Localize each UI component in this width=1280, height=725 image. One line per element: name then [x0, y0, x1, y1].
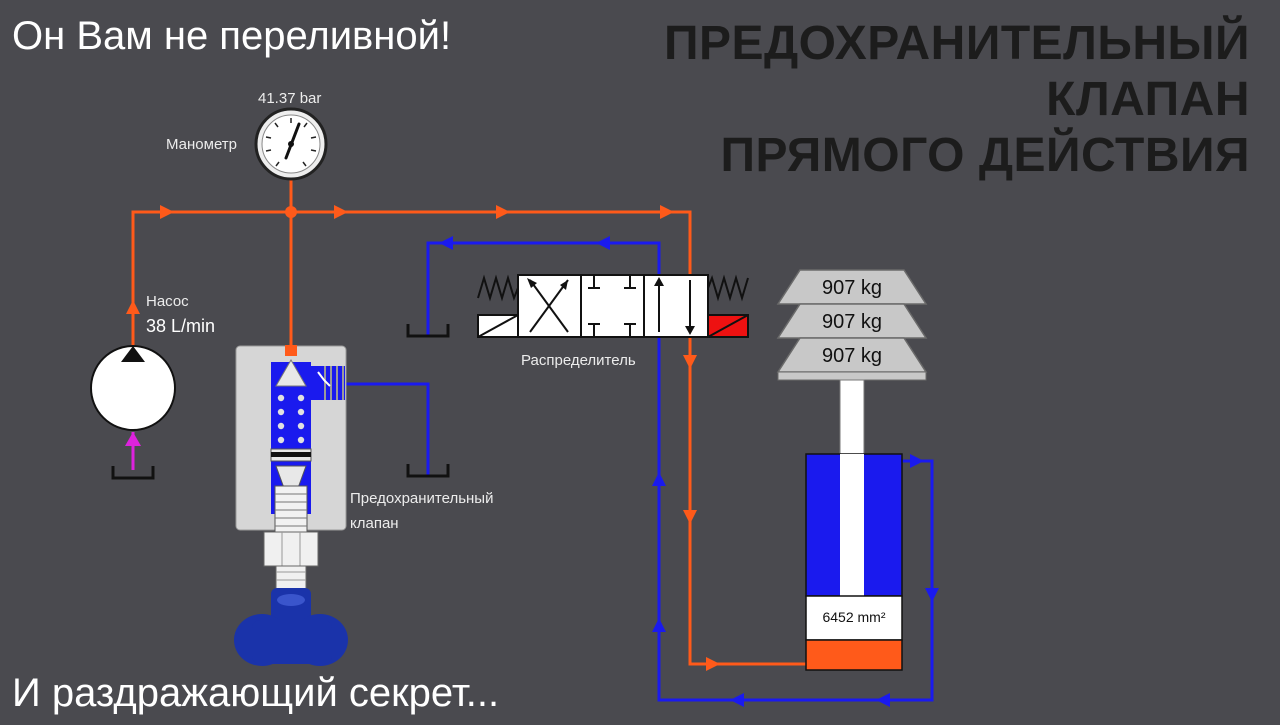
title-line-2: КЛАПАН — [1046, 73, 1250, 126]
pressure-lines — [131, 178, 806, 666]
bottom-caption: И раздражающий секрет... — [12, 671, 500, 715]
directional-valve — [477, 274, 749, 338]
weight-label-3: 907 kg — [821, 345, 883, 367]
pump-label: Насос — [146, 293, 189, 310]
gauge-reading: 41.37 bar — [258, 90, 322, 107]
pressure-gauge — [254, 107, 328, 181]
tank-pump — [111, 466, 155, 480]
pump-flow: 38 L/min — [146, 316, 216, 336]
tank-relief — [406, 464, 450, 478]
weight-label-1: 907 kg — [821, 277, 883, 299]
weight-plate-2 — [776, 303, 928, 339]
diagram-title: ПРЕДОХРАНИТЕЛЬНЫЙ КЛАПАН ПРЯМОГО ДЕЙСТВИ… — [664, 16, 1250, 184]
load-weights — [776, 269, 928, 381]
cylinder-area-label: 6452 mm² — [822, 609, 886, 625]
weight-plate-1 — [776, 269, 928, 305]
tank-symbols — [111, 324, 450, 480]
pump-symbol — [90, 345, 176, 470]
directional-valve-label: Распределитель — [521, 352, 636, 369]
gauge-label: Манометр — [166, 136, 238, 153]
pressure-junction — [285, 206, 297, 218]
title-line-3: ПРЯМОГО ДЕЙСТВИЯ — [720, 129, 1250, 182]
relief-valve-label-2: клапан — [350, 515, 399, 532]
relief-valve-label-1: Предохранительный — [350, 490, 494, 507]
return-line-relief-to-tank — [340, 382, 430, 476]
pressure-line-to-cylinder — [688, 335, 806, 666]
adjustment-knob — [234, 588, 348, 666]
pressure-flow-arrows — [126, 205, 720, 671]
return-line-valve-to-tank — [426, 241, 661, 336]
title-line-1: ПРЕДОХРАНИТЕЛЬНЫЙ — [663, 17, 1250, 70]
tank-valve — [406, 324, 450, 338]
gauge-needle — [284, 122, 301, 160]
top-caption: Он Вам не переливной! — [12, 14, 452, 58]
hydraulic-cylinder — [805, 379, 903, 671]
relief-valve — [235, 345, 347, 591]
weight-label-2: 907 kg — [821, 311, 883, 333]
return-flow-arrows — [439, 236, 939, 707]
